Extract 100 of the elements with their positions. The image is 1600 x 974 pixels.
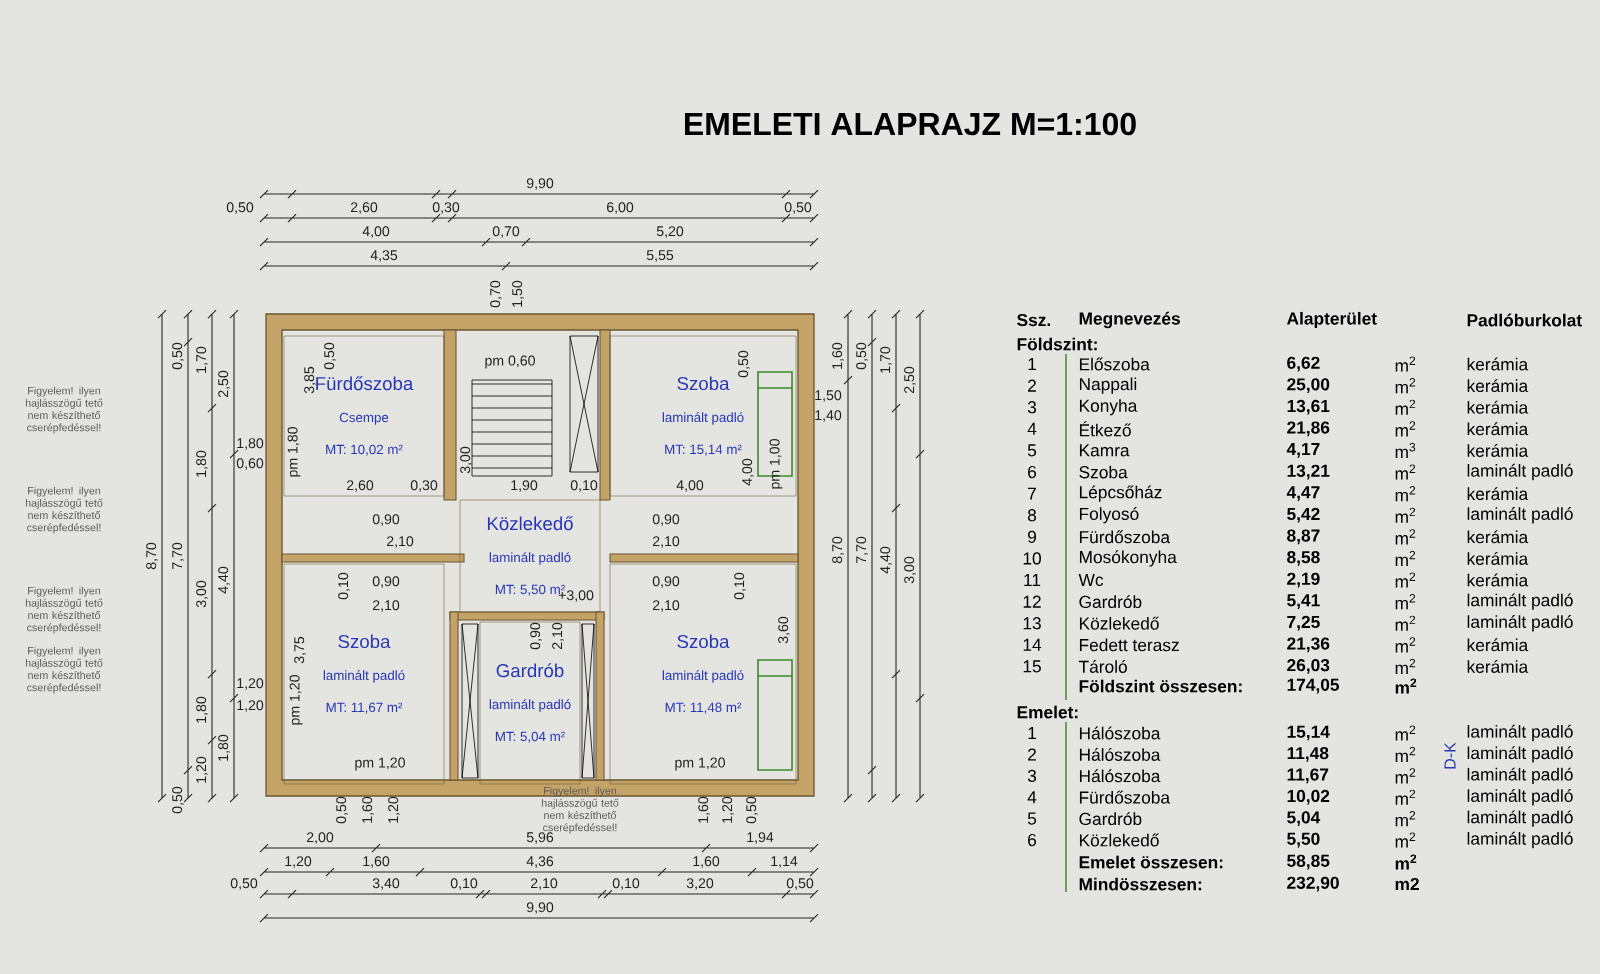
table-cell: 11,67 xyxy=(1287,768,1329,784)
table-cell: 2 xyxy=(1028,379,1036,392)
title: EMELETI ALAPRAJZ M=1:100 xyxy=(685,112,1136,136)
table-cell: 5,50 xyxy=(1287,832,1320,848)
table-cell: m$^{2}$ xyxy=(1395,399,1416,415)
table-cell: 21,36 xyxy=(1287,637,1330,653)
table-cell: m$^{2}$ xyxy=(1395,356,1416,372)
table-cell: m$^{2}$ xyxy=(1395,421,1416,437)
table-cell: 10 xyxy=(1023,552,1041,565)
table-cell: 6 xyxy=(1028,833,1037,847)
table-cell: Hálószoba xyxy=(1079,726,1161,740)
table-cell: Folyosó xyxy=(1079,507,1139,524)
table-cell: 7,25 xyxy=(1287,615,1320,631)
table-cell: 15 xyxy=(1023,660,1041,673)
table-cell: Emelet összesen: xyxy=(1079,855,1223,869)
table-cell: Hálószoba xyxy=(1079,747,1161,761)
table-cell: 6,62 xyxy=(1287,356,1320,372)
table-cell: m$^{2}$ xyxy=(1395,746,1416,762)
table-cell: 3 xyxy=(1027,401,1037,414)
table-cell: 5 xyxy=(1027,812,1037,825)
section-marker: D-K xyxy=(1444,742,1456,769)
table-cell: m$^{3}$ xyxy=(1395,442,1416,458)
table-cell: Étkező xyxy=(1079,421,1131,437)
table-cell: laminált padló xyxy=(1467,810,1573,827)
table-cell: 8,58 xyxy=(1287,551,1320,566)
table-cell: 8,87 xyxy=(1287,529,1320,545)
table-cell: Fürdőszoba xyxy=(1079,790,1171,804)
table-cell: Fürdőszoba xyxy=(1079,530,1171,544)
table-cell: m$^{2}$ xyxy=(1395,789,1416,805)
table-cell: laminált padló xyxy=(1467,615,1573,632)
table-cell: m$^{2}$ xyxy=(1395,507,1416,523)
table-cell: 25,00 xyxy=(1287,378,1330,393)
table-cell: kerámia xyxy=(1467,443,1529,457)
table-cell: Előszoba xyxy=(1079,357,1150,371)
table-cell: m$^{2}$ xyxy=(1395,658,1416,674)
table-cell: 11,48 xyxy=(1287,747,1329,762)
table-cell: 4,47 xyxy=(1286,486,1320,501)
table-cell: laminált padló xyxy=(1467,463,1573,481)
table-cell: m$^{2}$ xyxy=(1395,725,1416,741)
table-cell: 2,19 xyxy=(1287,572,1320,588)
table-cell: m$^{2}$ xyxy=(1395,832,1416,848)
table-cell: Mosókonyha xyxy=(1079,550,1177,567)
table-cell: Közlekedő xyxy=(1079,616,1159,630)
table-cell: Wc xyxy=(1078,573,1104,587)
table-cell: Padlóburkolat xyxy=(1467,313,1582,327)
table-cell: 13,21 xyxy=(1287,464,1330,480)
table-cell: m$^{2}$ xyxy=(1395,615,1416,631)
table-cell: 13,61 xyxy=(1287,399,1330,415)
table-cell: 2 xyxy=(1028,748,1036,761)
table-cell: m$^{2}$ xyxy=(1395,678,1417,694)
table-cell: m$^{2}$ xyxy=(1395,768,1416,784)
table-cell: laminált padló xyxy=(1467,746,1573,763)
table-cell: 174,05 xyxy=(1287,678,1340,694)
table-cell: Mindösszesen: xyxy=(1079,877,1202,891)
table-cell: 3 xyxy=(1027,769,1037,782)
table-cell: Gardrób xyxy=(1079,812,1142,826)
table-cell: 1 xyxy=(1028,358,1036,370)
table-cell: m$^{2}$ xyxy=(1395,811,1416,827)
table-cell: m$^{2}$ xyxy=(1395,464,1416,480)
table-cell: Fedett terasz xyxy=(1079,638,1179,652)
table-cell: 58,85 xyxy=(1287,854,1330,870)
table-cell: 6 xyxy=(1028,465,1037,479)
table-cell: m$^{2}$ xyxy=(1395,572,1416,588)
table-cell: 26,03 xyxy=(1287,659,1330,674)
table-cell: 21,86 xyxy=(1287,421,1330,437)
table-cell: Kamra xyxy=(1079,444,1130,457)
table-cell: laminált padló xyxy=(1467,831,1573,849)
table-cell: m$^{2}$ xyxy=(1395,486,1416,502)
table-cell: Ssz. xyxy=(1017,313,1051,327)
table-cell: 5,42 xyxy=(1287,507,1320,523)
table-cell: 7 xyxy=(1028,487,1036,500)
table-cell: kerámia xyxy=(1467,659,1529,673)
table-cell: 5,41 xyxy=(1287,594,1320,609)
table-cell: kerámia xyxy=(1467,379,1529,393)
table-cell: Szoba xyxy=(1079,465,1128,479)
table-cell: 10,02 xyxy=(1287,789,1330,805)
table-cell: kerámia xyxy=(1467,487,1529,501)
table-cell: m$^{2}$ xyxy=(1395,550,1416,566)
table-cell: 8 xyxy=(1027,509,1037,522)
table-cell: Tároló xyxy=(1078,659,1127,673)
table-cell: Hálószoba xyxy=(1079,769,1161,783)
table-cell: kerámia xyxy=(1467,551,1529,565)
table-cell: 15,14 xyxy=(1287,725,1330,741)
table-cell: Lépcsőház xyxy=(1079,485,1162,502)
table-cell: m$^{2}$ xyxy=(1395,378,1416,394)
table-cell: Közlekedő xyxy=(1079,833,1159,847)
table-cell: laminált padló xyxy=(1467,593,1573,610)
table-cell: 12 xyxy=(1023,595,1041,608)
table-cell: Megnevezés xyxy=(1079,311,1180,329)
table-cell: laminált padló xyxy=(1467,724,1573,742)
table-cell: 13 xyxy=(1023,617,1041,630)
table-cell: kerámia xyxy=(1467,530,1529,544)
table-cell: kerámia xyxy=(1467,638,1529,652)
table-cell: m$^{2}$ xyxy=(1395,637,1416,653)
table-cell: Gardrób xyxy=(1079,595,1142,609)
table-cell: Konyha xyxy=(1079,399,1138,416)
table-cell: kerámia xyxy=(1467,400,1529,414)
table-cell: 5 xyxy=(1027,444,1037,457)
table-cell: 232,90 xyxy=(1287,876,1339,892)
table-cell: 4 xyxy=(1027,791,1037,804)
